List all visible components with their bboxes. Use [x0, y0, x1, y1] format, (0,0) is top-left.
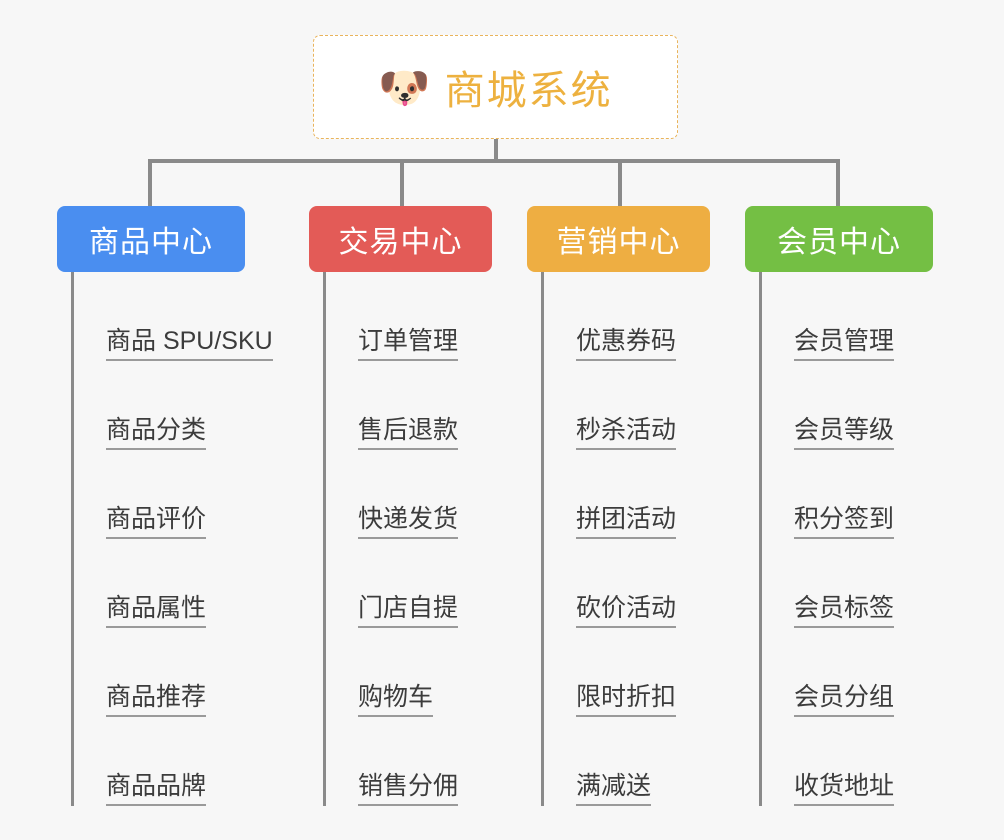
leaf-label: 优惠券码: [576, 327, 677, 361]
leaf-label: 积分签到: [794, 505, 895, 539]
leaf-label: 商品属性: [106, 594, 207, 628]
leaf-list-trade-center: 订单管理 售后退款 快递发货 门店自提 购物车 销售分佣: [323, 272, 492, 806]
connector-drop-3: [618, 159, 622, 207]
leaf-item[interactable]: 购物车: [358, 628, 492, 717]
branch-member-center: 会员中心 会员管理 会员等级 积分签到 会员标签 会员分组 收货地址: [745, 206, 933, 806]
leaf-item[interactable]: 限时折扣: [576, 628, 710, 717]
branch-marketing-center: 营销中心 优惠券码 秒杀活动 拼团活动 砍价活动 限时折扣 满减送: [527, 206, 710, 806]
dog-face-icon: 🐶: [378, 64, 431, 111]
leaf-item[interactable]: 商品品牌: [106, 717, 245, 806]
category-header-marketing-center[interactable]: 营销中心: [527, 206, 710, 272]
leaf-list-marketing-center: 优惠券码 秒杀活动 拼团活动 砍价活动 限时折扣 满减送: [541, 272, 710, 806]
leaf-item[interactable]: 会员管理: [794, 272, 933, 361]
connector-drop-4: [836, 159, 840, 207]
leaf-label: 订单管理: [358, 327, 459, 361]
leaf-item[interactable]: 商品 SPU/SKU: [106, 272, 273, 361]
leaf-label: 会员管理: [794, 327, 895, 361]
connector-drop-1: [148, 159, 152, 207]
category-label: 会员中心: [777, 226, 901, 259]
connector-root-stem: [494, 139, 498, 161]
leaf-item[interactable]: 销售分佣: [358, 717, 492, 806]
category-header-product-center[interactable]: 商品中心: [57, 206, 245, 272]
leaf-label: 购物车: [358, 683, 434, 717]
leaf-label: 商品推荐: [106, 683, 207, 717]
leaf-item[interactable]: 收货地址: [794, 717, 933, 806]
leaf-label: 满减送: [576, 772, 652, 806]
leaf-label: 限时折扣: [576, 683, 677, 717]
category-header-trade-center[interactable]: 交易中心: [309, 206, 492, 272]
leaf-label: 秒杀活动: [576, 416, 677, 450]
category-label: 商品中心: [89, 226, 213, 259]
leaf-label: 商品 SPU/SKU: [106, 327, 273, 361]
leaf-item[interactable]: 售后退款: [358, 361, 492, 450]
leaf-item[interactable]: 会员分组: [794, 628, 933, 717]
category-label: 营销中心: [556, 226, 681, 259]
leaf-list-member-center: 会员管理 会员等级 积分签到 会员标签 会员分组 收货地址: [759, 272, 933, 806]
leaf-label: 商品评价: [106, 505, 207, 539]
leaf-item[interactable]: 商品评价: [106, 450, 245, 539]
category-header-member-center[interactable]: 会员中心: [745, 206, 933, 272]
leaf-list-product-center: 商品 SPU/SKU 商品分类 商品评价 商品属性 商品推荐 商品品牌: [71, 272, 273, 806]
leaf-item[interactable]: 积分签到: [794, 450, 933, 539]
root-node[interactable]: 🐶 商城系统: [313, 35, 678, 139]
branch-trade-center: 交易中心 订单管理 售后退款 快递发货 门店自提 购物车 销售分佣: [309, 206, 492, 806]
leaf-label: 售后退款: [358, 416, 459, 450]
category-label: 交易中心: [338, 226, 463, 259]
leaf-item[interactable]: 商品属性: [106, 539, 245, 628]
leaf-label: 商品品牌: [106, 772, 207, 806]
leaf-item[interactable]: 砍价活动: [576, 539, 710, 628]
leaf-label: 快递发货: [358, 505, 459, 539]
root-title: 商城系统: [444, 69, 613, 113]
leaf-item[interactable]: 会员标签: [794, 539, 933, 628]
leaf-label: 商品分类: [106, 416, 207, 450]
connector-bus: [148, 159, 838, 163]
leaf-label: 销售分佣: [358, 772, 459, 806]
leaf-item[interactable]: 拼团活动: [576, 450, 710, 539]
connector-drop-2: [400, 159, 404, 207]
leaf-item[interactable]: 门店自提: [358, 539, 492, 628]
leaf-item[interactable]: 优惠券码: [576, 272, 710, 361]
leaf-label: 收货地址: [794, 772, 895, 806]
leaf-item[interactable]: 快递发货: [358, 450, 492, 539]
leaf-label: 拼团活动: [576, 505, 677, 539]
leaf-item[interactable]: 满减送: [576, 717, 710, 806]
leaf-item[interactable]: 商品分类: [106, 361, 245, 450]
branch-product-center: 商品中心 商品 SPU/SKU 商品分类 商品评价 商品属性 商品推荐 商品品牌: [57, 206, 273, 806]
leaf-label: 砍价活动: [576, 594, 677, 628]
leaf-item[interactable]: 秒杀活动: [576, 361, 710, 450]
leaf-item[interactable]: 订单管理: [358, 272, 492, 361]
leaf-label: 门店自提: [358, 594, 459, 628]
leaf-item[interactable]: 商品推荐: [106, 628, 245, 717]
leaf-label: 会员等级: [794, 416, 895, 450]
leaf-label: 会员分组: [794, 683, 895, 717]
leaf-label: 会员标签: [794, 594, 895, 628]
leaf-item[interactable]: 会员等级: [794, 361, 933, 450]
